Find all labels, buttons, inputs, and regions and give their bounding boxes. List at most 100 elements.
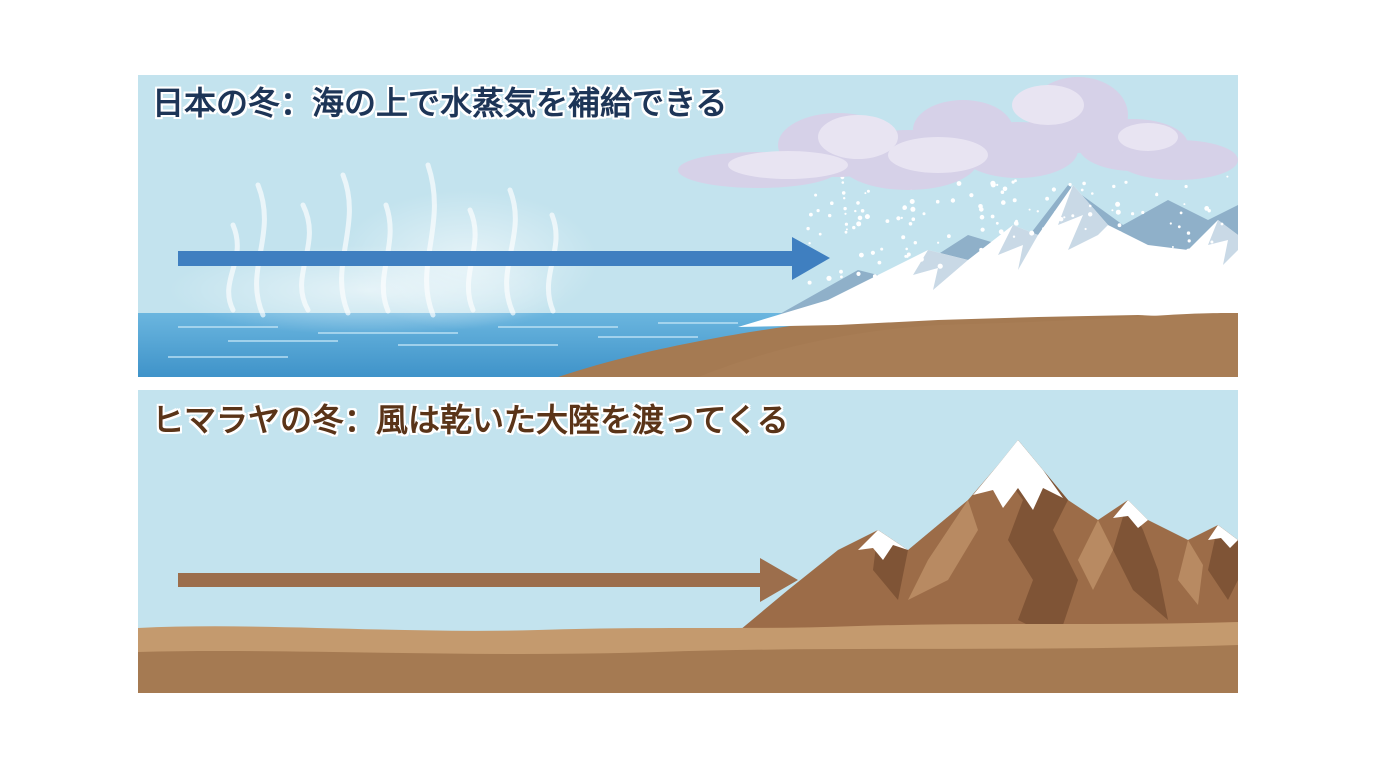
rocky-mountains: [728, 440, 1238, 652]
snowflake: [896, 216, 901, 221]
snowflake: [904, 254, 908, 258]
foreground-ground: [138, 645, 1238, 693]
snowflake: [872, 274, 877, 279]
snowflake: [1203, 261, 1208, 265]
snowflake: [818, 232, 822, 236]
snowflake: [1059, 217, 1064, 222]
snowflake: [1015, 272, 1020, 277]
snowflake: [1000, 269, 1003, 272]
snowflake: [1118, 231, 1122, 235]
japan-panel-title: 日本の冬：海の上で水蒸気を補給できる: [152, 84, 728, 122]
snowflake: [906, 252, 911, 257]
snowflake: [902, 206, 906, 210]
snowflake: [839, 269, 843, 274]
snowflake: [947, 234, 951, 239]
snowflake: [950, 198, 956, 203]
snowflake: [990, 214, 995, 219]
snowflake: [860, 209, 865, 213]
snowflake: [1136, 273, 1141, 278]
snowflake: [1155, 266, 1159, 269]
snowflake: [807, 280, 812, 285]
snowflake: [1186, 231, 1191, 235]
snowflake: [1064, 233, 1068, 236]
snowflake: [841, 191, 846, 195]
snowflake: [1093, 251, 1096, 254]
snowflake: [919, 256, 924, 262]
snowflake: [845, 228, 848, 231]
snowflake: [828, 213, 832, 218]
snowflake: [877, 260, 882, 265]
snowflake: [1177, 225, 1181, 229]
snowflake: [1107, 243, 1111, 247]
snowflake: [1101, 258, 1104, 261]
snowflake: [1178, 277, 1183, 281]
snowflake: [1171, 246, 1174, 248]
snowflake: [1115, 209, 1121, 215]
snowflake: [844, 212, 847, 215]
snowflake: [808, 242, 811, 245]
ground: [698, 313, 1238, 377]
snowflake: [1082, 181, 1086, 186]
snowflake: [998, 229, 1004, 235]
snowflake: [1063, 216, 1066, 219]
snowflake: [1122, 275, 1127, 279]
snowflake: [980, 227, 985, 232]
snowflake: [1124, 180, 1128, 184]
snowflake: [843, 197, 846, 200]
snowflake: [816, 209, 820, 213]
snowflake: [1226, 175, 1229, 178]
snowflake: [844, 222, 849, 226]
snowflake: [1000, 190, 1005, 194]
snowflake: [969, 193, 974, 198]
snowflake: [1091, 192, 1094, 195]
snowflake: [1042, 250, 1047, 255]
snowflake: [1109, 237, 1115, 243]
snowflake: [1080, 188, 1084, 192]
snowflake: [1204, 206, 1210, 211]
sea-ripples: [168, 322, 738, 358]
japan-winter-panel: 日本の冬：海の上で水蒸気を補給できる: [138, 75, 1238, 377]
snowflake: [1012, 235, 1016, 238]
snowflake: [990, 180, 996, 186]
snowflake: [870, 250, 876, 255]
snowflake: [1183, 203, 1186, 206]
snowflake: [1209, 230, 1213, 233]
snowflake: [844, 230, 848, 234]
snowflake: [830, 201, 834, 205]
snowflake: [1131, 212, 1135, 216]
snowflake: [979, 247, 984, 252]
snowflake: [841, 181, 845, 184]
snowflake: [1141, 210, 1145, 215]
snowflake: [826, 275, 832, 281]
himalaya-winter-illustration: [138, 390, 1238, 693]
snowflake: [973, 266, 976, 269]
snowflake: [905, 247, 908, 251]
snowflake: [814, 193, 818, 197]
snowflake: [1011, 180, 1015, 184]
snowflake: [864, 192, 867, 195]
snowflake: [1039, 245, 1043, 249]
snowflake: [908, 222, 913, 226]
snowflake: [1071, 214, 1075, 218]
snowflake: [995, 221, 999, 225]
snowflake: [900, 216, 903, 219]
snowflake: [937, 241, 940, 244]
snowflake: [1042, 227, 1045, 230]
snowflake: [1084, 227, 1087, 231]
snowflake: [1014, 179, 1017, 183]
snowflake: [981, 271, 986, 276]
snowflake: [880, 247, 884, 251]
snow-mountains: [738, 185, 1238, 327]
snowflake: [1220, 222, 1224, 226]
snowflake: [1134, 249, 1137, 253]
snowflake: [1212, 274, 1218, 280]
snowflake: [992, 269, 997, 275]
snowflake: [1121, 259, 1126, 263]
snowflake: [1120, 243, 1124, 248]
snowflake: [1051, 187, 1056, 192]
snowflake: [937, 263, 943, 269]
snowflake: [910, 206, 916, 212]
snowflake: [1014, 221, 1019, 226]
japan-winter-illustration: [138, 75, 1238, 377]
mountain-shading: [913, 185, 1238, 290]
